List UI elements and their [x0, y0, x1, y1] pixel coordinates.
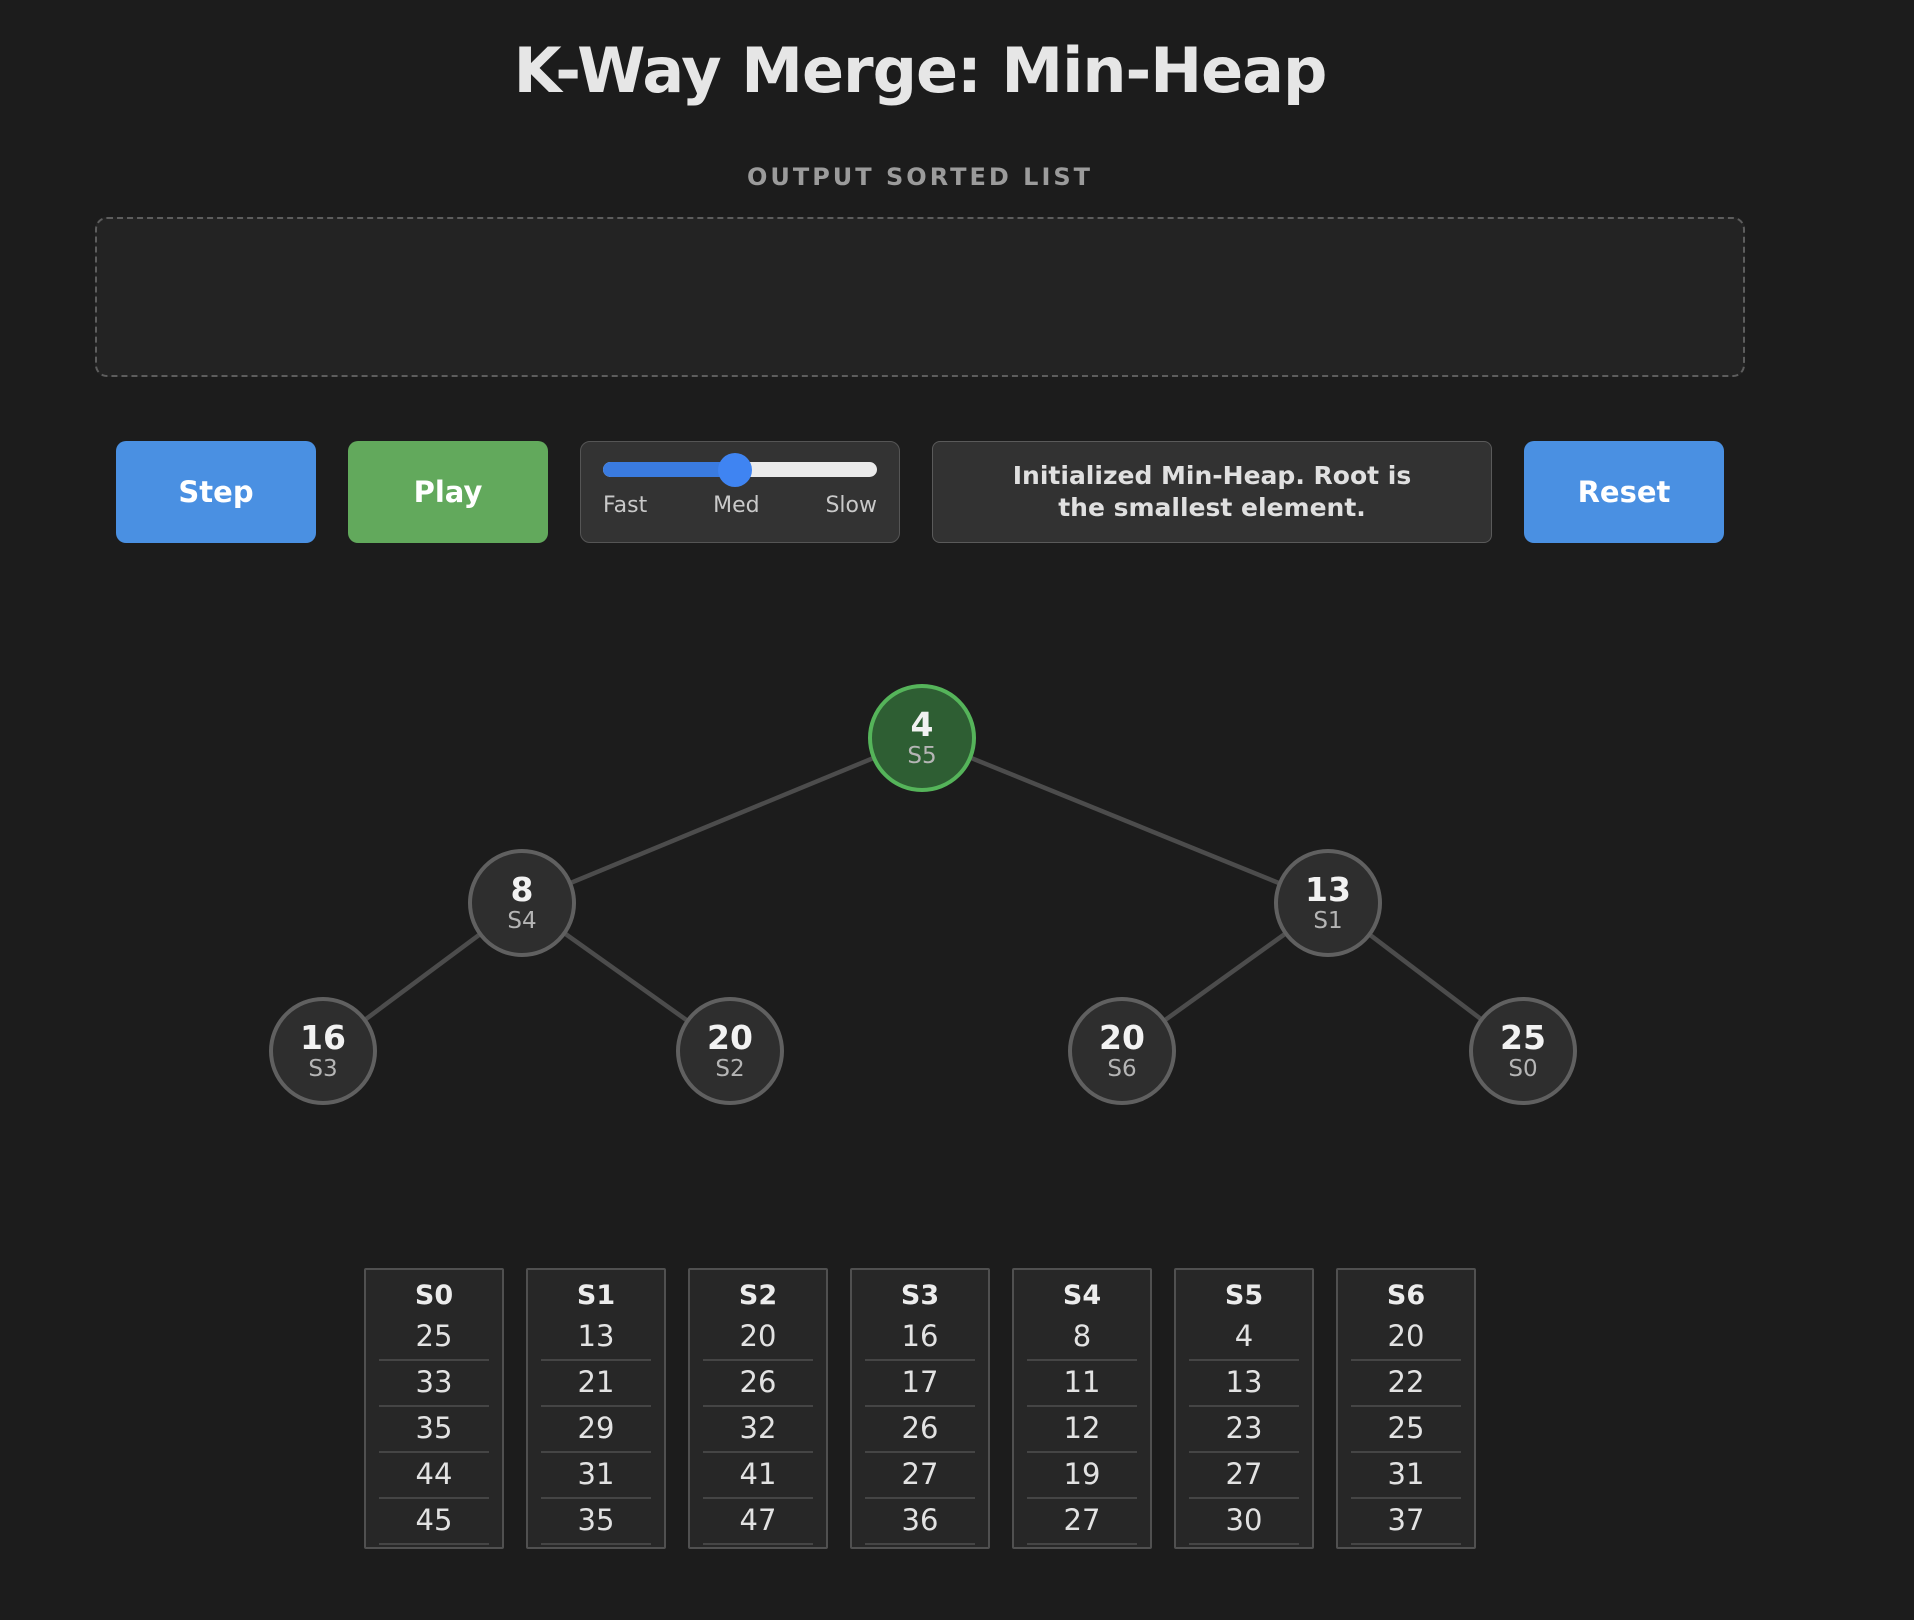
list-item: 35	[379, 1407, 489, 1453]
list-item: 20	[1351, 1315, 1461, 1361]
source-list-s4: S4 8 11 12 19 27	[1012, 1268, 1152, 1549]
heap-node-source: S4	[507, 908, 537, 935]
list-item: 19	[1027, 1453, 1137, 1499]
heap-node-source: S0	[1508, 1056, 1538, 1083]
list-item: 31	[541, 1453, 651, 1499]
step-button[interactable]: Step	[116, 441, 316, 543]
controls-row: Step Play Fast Med Slow Initialized Min-…	[95, 441, 1745, 543]
list-header: S3	[900, 1280, 940, 1311]
heap-node-root: 4 S5	[868, 684, 976, 792]
heap-node-value: 4	[910, 704, 934, 744]
heap-node-source: S2	[715, 1056, 745, 1083]
output-list-heading: OUTPUT SORTED LIST	[746, 163, 1094, 191]
heap-edge	[921, 735, 1329, 906]
output-sorted-list-box	[95, 217, 1745, 377]
source-list-s1: S1 13 21 29 31 35	[526, 1268, 666, 1549]
heap-node: 16 S3	[269, 997, 377, 1105]
heap-node: 13 S1	[1274, 849, 1382, 957]
source-list-s0: S0 25 33 35 44 45	[364, 1268, 504, 1549]
list-item: 44	[379, 1453, 489, 1499]
list-item: 8	[1027, 1315, 1137, 1361]
heap-node-value: 25	[1500, 1017, 1546, 1057]
heap-node-value: 20	[1099, 1017, 1145, 1057]
heap-node-source: S1	[1313, 908, 1343, 935]
list-item: 27	[1189, 1453, 1299, 1499]
status-message: Initialized Min-Heap. Root is the smalle…	[932, 441, 1492, 543]
list-header: S5	[1224, 1280, 1264, 1311]
speed-slider-panel: Fast Med Slow	[580, 441, 900, 543]
play-button[interactable]: Play	[348, 441, 548, 543]
list-item: 37	[1351, 1499, 1461, 1545]
list-item: 20	[703, 1315, 813, 1361]
list-item: 45	[379, 1499, 489, 1545]
list-item: 36	[865, 1499, 975, 1545]
list-item: 27	[865, 1453, 975, 1499]
list-header: S0	[414, 1280, 454, 1311]
list-item: 26	[865, 1407, 975, 1453]
list-item: 13	[541, 1315, 651, 1361]
heap-edge	[521, 735, 923, 906]
list-item: 21	[541, 1361, 651, 1407]
heap-tree: 4 S5 8 S4 13 S1 16 S3 20 S2 20 S6 25 S0	[95, 658, 1745, 1138]
heap-node-value: 16	[300, 1017, 346, 1057]
list-item: 25	[379, 1315, 489, 1361]
list-item: 33	[379, 1361, 489, 1407]
list-item: 35	[541, 1499, 651, 1545]
list-item: 23	[1189, 1407, 1299, 1453]
list-item: 26	[703, 1361, 813, 1407]
heap-node: 20 S2	[676, 997, 784, 1105]
list-item: 27	[1027, 1499, 1137, 1545]
heap-node: 20 S6	[1068, 997, 1176, 1105]
speed-slider-labels: Fast Med Slow	[603, 493, 877, 518]
heap-node-value: 8	[510, 869, 534, 909]
list-item: 13	[1189, 1361, 1299, 1407]
reset-button[interactable]: Reset	[1524, 441, 1724, 543]
list-item: 11	[1027, 1361, 1137, 1407]
speed-slider-thumb[interactable]	[717, 452, 752, 487]
list-header: S2	[738, 1280, 778, 1311]
list-header: S4	[1062, 1280, 1102, 1311]
speed-label-fast: Fast	[603, 493, 648, 518]
heap-node-value: 20	[707, 1017, 753, 1057]
heap-node-source: S6	[1107, 1056, 1137, 1083]
list-item: 41	[703, 1453, 813, 1499]
heap-node-source: S3	[308, 1056, 338, 1083]
speed-label-slow: Slow	[825, 493, 877, 518]
list-item: 12	[1027, 1407, 1137, 1453]
speed-label-med: Med	[713, 493, 760, 518]
heap-node: 8 S4	[468, 849, 576, 957]
source-list-s2: S2 20 26 32 41 47	[688, 1268, 828, 1549]
heap-node: 25 S0	[1469, 997, 1577, 1105]
source-lists: S0 25 33 35 44 45 S1 13 21 29 31 35 S2 2…	[95, 1268, 1745, 1549]
list-item: 25	[1351, 1407, 1461, 1453]
list-item: 31	[1351, 1453, 1461, 1499]
list-item: 22	[1351, 1361, 1461, 1407]
speed-slider[interactable]	[603, 452, 877, 487]
page-title: K-Way Merge: Min-Heap	[513, 34, 1328, 107]
list-item: 17	[865, 1361, 975, 1407]
list-item: 32	[703, 1407, 813, 1453]
list-item: 4	[1189, 1315, 1299, 1361]
list-header: S1	[576, 1280, 616, 1311]
list-item: 30	[1189, 1499, 1299, 1545]
list-item: 47	[703, 1499, 813, 1545]
app-container: K-Way Merge: Min-Heap OUTPUT SORTED LIST…	[95, 34, 1745, 1549]
list-item: 16	[865, 1315, 975, 1361]
list-item: 29	[541, 1407, 651, 1453]
speed-slider-fill	[603, 462, 735, 477]
heap-node-value: 13	[1305, 869, 1351, 909]
list-header: S6	[1386, 1280, 1426, 1311]
source-list-s6: S6 20 22 25 31 37	[1336, 1268, 1476, 1549]
source-list-s5: S5 4 13 23 27 30	[1174, 1268, 1314, 1549]
heap-node-source: S5	[907, 743, 937, 770]
source-list-s3: S3 16 17 26 27 36	[850, 1268, 990, 1549]
